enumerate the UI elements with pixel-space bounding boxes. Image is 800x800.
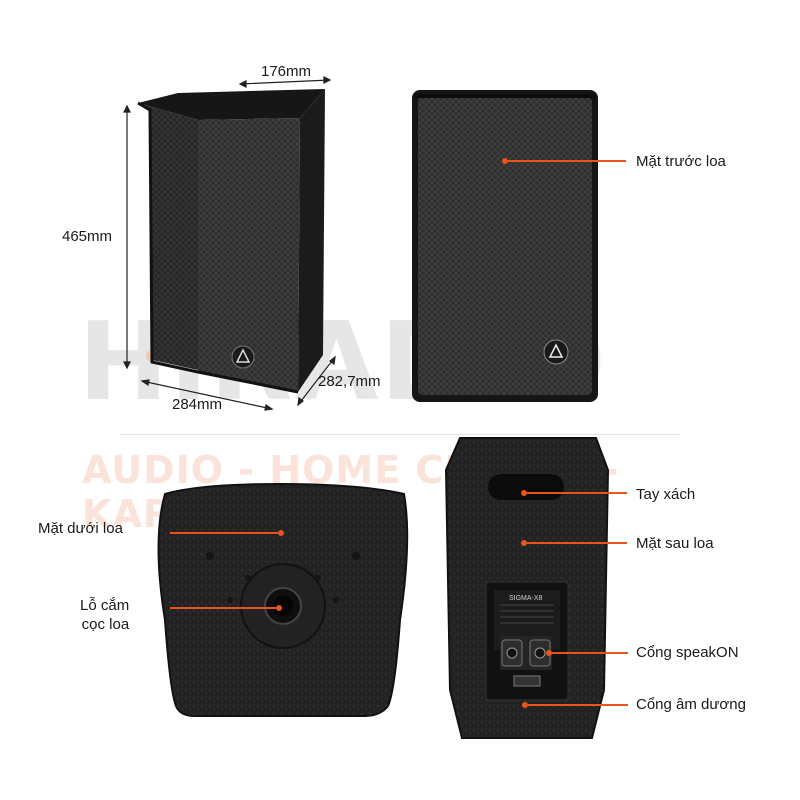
input-port-label: Cổng âm dương <box>636 696 746 713</box>
front-leader <box>508 160 626 162</box>
pole-socket-marker <box>276 605 282 611</box>
front-marker <box>502 158 508 164</box>
bottom-leader <box>170 532 278 534</box>
dimension-depth: 176mm <box>261 63 312 80</box>
watermark-rule <box>120 434 680 435</box>
panel-model: SIGMA-X8 <box>509 595 543 602</box>
pole-socket-label-line1: Lỗ cắm <box>80 597 130 614</box>
bottom-label: Mặt dưới loa <box>38 520 123 537</box>
back-leader <box>527 542 627 544</box>
dimension-width: 284mm <box>172 396 223 413</box>
handle-leader <box>527 492 627 494</box>
pole-socket-leader <box>170 607 276 609</box>
pole-socket-label: Lỗ cắm cọc loa <box>80 596 129 634</box>
input-port-marker <box>522 702 528 708</box>
handle-marker <box>521 490 527 496</box>
speakon-marker <box>546 650 552 656</box>
bottom-marker <box>278 530 284 536</box>
speakon-label: Cổng speakON <box>636 644 739 661</box>
dimension-height: 465mm <box>62 228 113 245</box>
front-label: Mặt trước loa <box>636 153 726 170</box>
back-label: Mặt sau loa <box>636 535 714 552</box>
dimension-depth-bottom: 282,7mm <box>318 373 381 390</box>
pole-socket-label-line2: cọc loa <box>81 616 130 633</box>
back-marker <box>521 540 527 546</box>
handle-label: Tay xách <box>636 486 696 503</box>
speakon-leader <box>552 652 628 654</box>
input-port-leader <box>528 704 628 706</box>
